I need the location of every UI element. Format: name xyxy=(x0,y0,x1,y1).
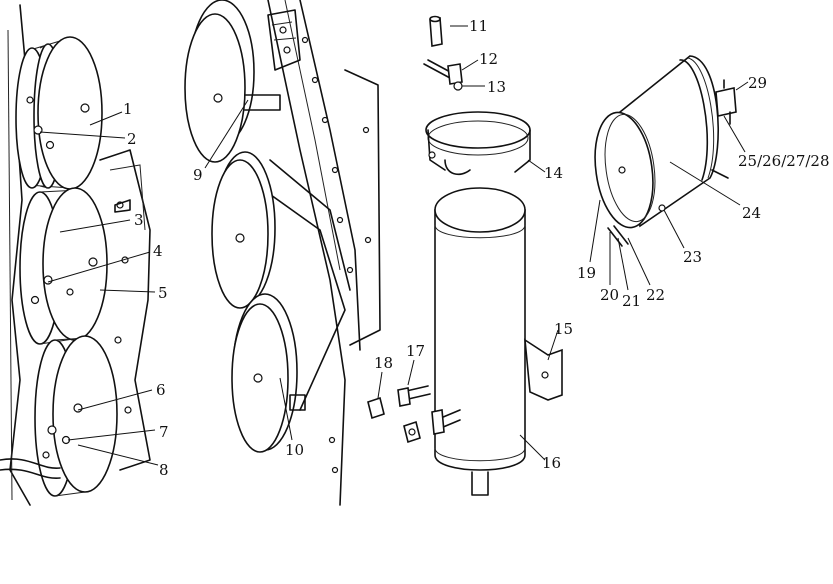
callout-1: 1 xyxy=(123,100,133,118)
callout-labels: 1 2 3 4 5 6 7 8 9 10 11 12 13 14 15 16 1… xyxy=(123,17,830,479)
callout-22: 22 xyxy=(646,286,665,304)
callout-12: 12 xyxy=(479,50,498,68)
callout-20: 20 xyxy=(600,286,619,304)
callout-17: 17 xyxy=(406,342,425,360)
callout-4: 4 xyxy=(153,242,163,260)
tank-assembly-24 xyxy=(594,55,737,247)
air-tank-16 xyxy=(431,187,563,496)
middle-tank-group xyxy=(184,0,381,506)
callout-14: 14 xyxy=(544,164,563,182)
callout-13: 13 xyxy=(487,78,506,96)
valve-parts-11-13 xyxy=(423,15,463,91)
callout-16: 16 xyxy=(542,454,561,472)
bolts-17-18 xyxy=(367,385,431,444)
callout-2: 2 xyxy=(127,130,137,148)
callout-8: 8 xyxy=(159,461,169,479)
callout-18: 18 xyxy=(374,354,393,372)
leader-lines xyxy=(39,25,749,466)
callout-29: 29 xyxy=(748,74,767,92)
callout-25-26-27-28: 25/26/27/28 xyxy=(738,152,830,170)
callout-15: 15 xyxy=(554,320,573,338)
left-tank-stack xyxy=(0,4,151,506)
callout-11: 11 xyxy=(469,17,488,35)
callout-19: 19 xyxy=(577,264,596,282)
callout-9: 9 xyxy=(193,166,203,184)
callout-10: 10 xyxy=(285,441,304,459)
callout-21: 21 xyxy=(622,292,641,310)
tank-strap-14 xyxy=(425,111,531,176)
callout-23: 23 xyxy=(683,248,702,266)
callout-6: 6 xyxy=(156,381,166,399)
callout-24: 24 xyxy=(742,204,761,222)
callout-3: 3 xyxy=(134,211,144,229)
callout-5: 5 xyxy=(158,284,168,302)
callout-7: 7 xyxy=(159,423,169,441)
